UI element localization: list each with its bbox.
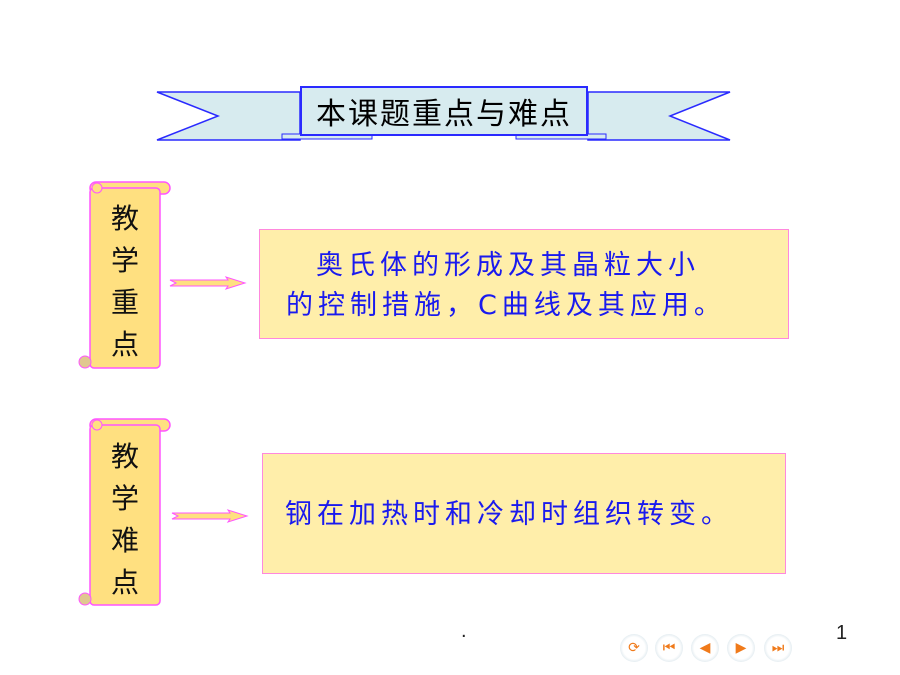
page-title: 本课题重点与难点 xyxy=(300,86,588,136)
previous-icon: ◀ xyxy=(699,640,711,656)
char: 教 xyxy=(110,440,139,473)
scroll-label-difficulties: 教 学 难 点 xyxy=(90,436,160,604)
footer-dot: . xyxy=(461,620,467,642)
arrow-1 xyxy=(169,276,247,290)
char: 点 xyxy=(110,566,139,599)
replay-button[interactable]: ⟳ xyxy=(620,634,648,662)
next-slide-button[interactable]: ▶ xyxy=(727,634,755,662)
char: 点 xyxy=(110,328,139,361)
key-points-line-1: 奥氏体的形成及其晶粒大小 xyxy=(316,250,700,281)
first-icon: ⏮ xyxy=(662,640,676,656)
scroll-key-points xyxy=(78,181,171,369)
char: 难 xyxy=(110,524,139,557)
first-slide-button[interactable]: ⏮ xyxy=(655,634,683,662)
difficulties-box: 钢在加热时和冷却时组织转变。 xyxy=(262,453,786,574)
last-icon: ⏭ xyxy=(771,640,785,656)
previous-slide-button[interactable]: ◀ xyxy=(691,634,719,662)
difficulties-line-1: 钢在加热时和冷却时组织转变。 xyxy=(285,499,733,530)
scroll-label-key-points: 教 学 重 点 xyxy=(90,198,160,366)
title-banner-ribbon xyxy=(156,91,731,141)
key-points-line-2: 的控制措施，C曲线及其应用。 xyxy=(286,290,726,321)
arrow-2 xyxy=(171,509,249,523)
key-points-box: 奥氏体的形成及其晶粒大小 的控制措施，C曲线及其应用。 xyxy=(259,229,789,339)
scroll-difficulties xyxy=(78,418,171,606)
next-icon: ▶ xyxy=(735,640,747,656)
char: 教 xyxy=(110,202,139,235)
replay-icon: ⟳ xyxy=(628,640,640,656)
char: 学 xyxy=(110,244,139,277)
last-slide-button[interactable]: ⏭ xyxy=(764,634,792,662)
char: 学 xyxy=(110,482,139,515)
page-number: 1 xyxy=(836,622,848,644)
char: 重 xyxy=(110,286,139,319)
